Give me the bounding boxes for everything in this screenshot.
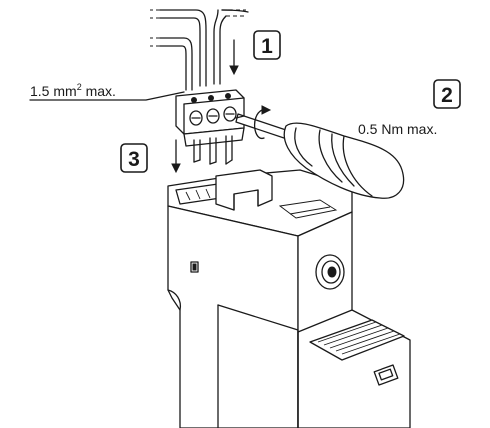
step-3-box: 3 xyxy=(120,143,148,173)
plug-in-arrow xyxy=(171,139,181,174)
top-latch xyxy=(215,169,273,211)
device-side-face xyxy=(297,211,411,428)
step-2-number: 2 xyxy=(441,84,453,107)
wire-size-suffix: max. xyxy=(82,83,116,99)
step-3-number: 3 xyxy=(128,148,140,171)
side-port xyxy=(315,254,345,290)
step-1-number: 1 xyxy=(261,35,273,58)
screwdriver xyxy=(235,105,405,199)
insert-arrow xyxy=(229,39,239,76)
rotation-arrow xyxy=(254,109,265,139)
wires xyxy=(150,9,249,91)
wire-size-label: 1.5 mm xyxy=(30,83,77,99)
wire-size-callout: 1.5 mm2 max. xyxy=(29,82,185,101)
side-vent xyxy=(309,319,405,361)
svg-text:1.5 mm2 max.: 1.5 mm2 max. xyxy=(30,82,116,99)
device-front-face xyxy=(167,205,299,428)
din-rail-device xyxy=(167,169,411,428)
terminal-block xyxy=(175,89,245,165)
terminal-screws xyxy=(189,106,237,126)
wire-size-superscript: 2 xyxy=(77,82,82,92)
torque-label: 0.5 Nm max. xyxy=(358,121,437,137)
step-2-box: 2 xyxy=(433,79,461,109)
step-1-box: 1 xyxy=(253,30,281,60)
